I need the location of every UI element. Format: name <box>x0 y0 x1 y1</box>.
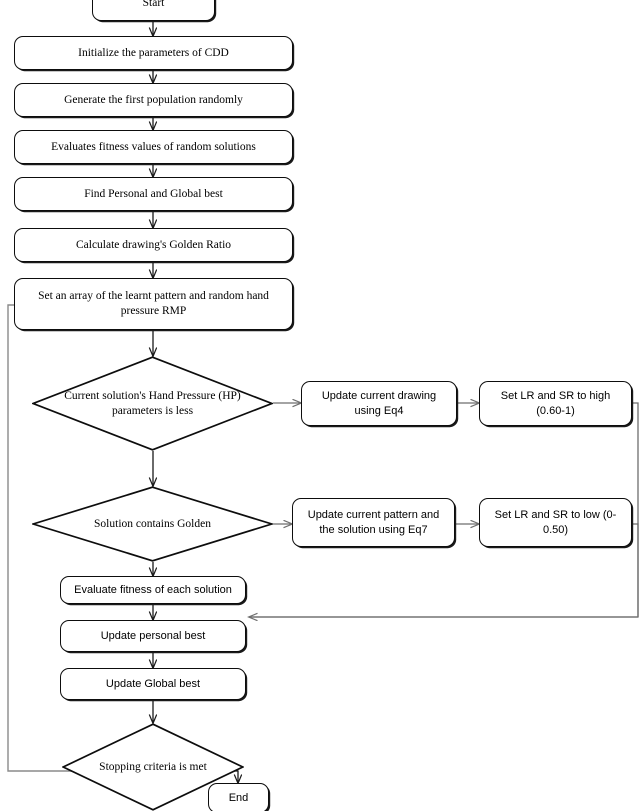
node-set-array-rmp-label: Set an array of the learnt pattern and r… <box>38 290 269 317</box>
node-evaluate-random-solutions-label: Evaluates fitness values of random solut… <box>51 140 256 153</box>
node-evaluate-random-solutions[interactable]: Evaluates fitness values of random solut… <box>14 130 293 164</box>
node-generate-population[interactable]: Generate the first population randomly <box>14 83 293 117</box>
node-start-label: Start <box>142 0 165 10</box>
node-calculate-golden-ratio[interactable]: Calculate drawing's Golden Ratio <box>14 228 293 262</box>
node-set-lr-sr-high-label: Set LR and SR to high (0.60-1) <box>500 390 611 417</box>
node-decision-solution-golden[interactable]: Solution contains Golden <box>32 486 273 562</box>
node-find-personal-global-best[interactable]: Find Personal and Global best <box>14 177 293 211</box>
node-update-pattern-eq7-label: Update current pattern and the solution … <box>307 509 440 536</box>
node-update-personal-best[interactable]: Update personal best <box>60 620 246 652</box>
node-decision-hand-pressure[interactable]: Current solution's Hand Pressure (HP) pa… <box>32 356 273 451</box>
node-initialize-parameters-label: Initialize the parameters of CDD <box>78 46 229 59</box>
node-initialize-parameters[interactable]: Initialize the parameters of CDD <box>14 36 293 70</box>
node-generate-population-label: Generate the first population randomly <box>64 93 243 106</box>
diamond-shape-stopping <box>62 723 244 811</box>
node-decision-hand-pressure-label: Current solution's Hand Pressure (HP) pa… <box>64 389 241 417</box>
node-update-global-best-label: Update Global best <box>105 677 201 690</box>
node-decision-solution-golden-label: Solution contains Golden <box>94 517 211 530</box>
node-update-current-drawing-eq4[interactable]: Update current drawing using Eq4 <box>301 381 457 426</box>
node-end-label: End <box>228 791 249 804</box>
node-decision-stopping-criteria-label: Stopping criteria is met <box>99 760 207 773</box>
node-update-current-drawing-eq4-label: Update current drawing using Eq4 <box>321 390 437 417</box>
node-start[interactable]: Start <box>92 0 215 21</box>
node-calculate-golden-ratio-label: Calculate drawing's Golden Ratio <box>75 238 232 251</box>
node-update-global-best[interactable]: Update Global best <box>60 668 246 700</box>
node-end[interactable]: End <box>208 783 269 811</box>
node-update-personal-best-label: Update personal best <box>100 629 206 642</box>
node-set-lr-sr-low-label: Set LR and SR to low (0- 0.50) <box>494 509 617 536</box>
node-find-personal-global-best-label: Find Personal and Global best <box>84 187 223 200</box>
node-evaluate-fitness-each-solution[interactable]: Evaluate fitness of each solution <box>60 576 246 604</box>
edge-set-lr-low-return <box>632 523 639 617</box>
node-update-pattern-eq7[interactable]: Update current pattern and the solution … <box>292 498 455 547</box>
node-decision-stopping-criteria[interactable]: Stopping criteria is met <box>62 723 244 811</box>
node-set-lr-sr-high[interactable]: Set LR and SR to high (0.60-1) <box>479 381 632 426</box>
node-set-lr-sr-low[interactable]: Set LR and SR to low (0- 0.50) <box>479 498 632 547</box>
node-evaluate-fitness-each-solution-label: Evaluate fitness of each solution <box>74 583 232 596</box>
node-set-array-rmp[interactable]: Set an array of the learnt pattern and r… <box>14 278 293 330</box>
